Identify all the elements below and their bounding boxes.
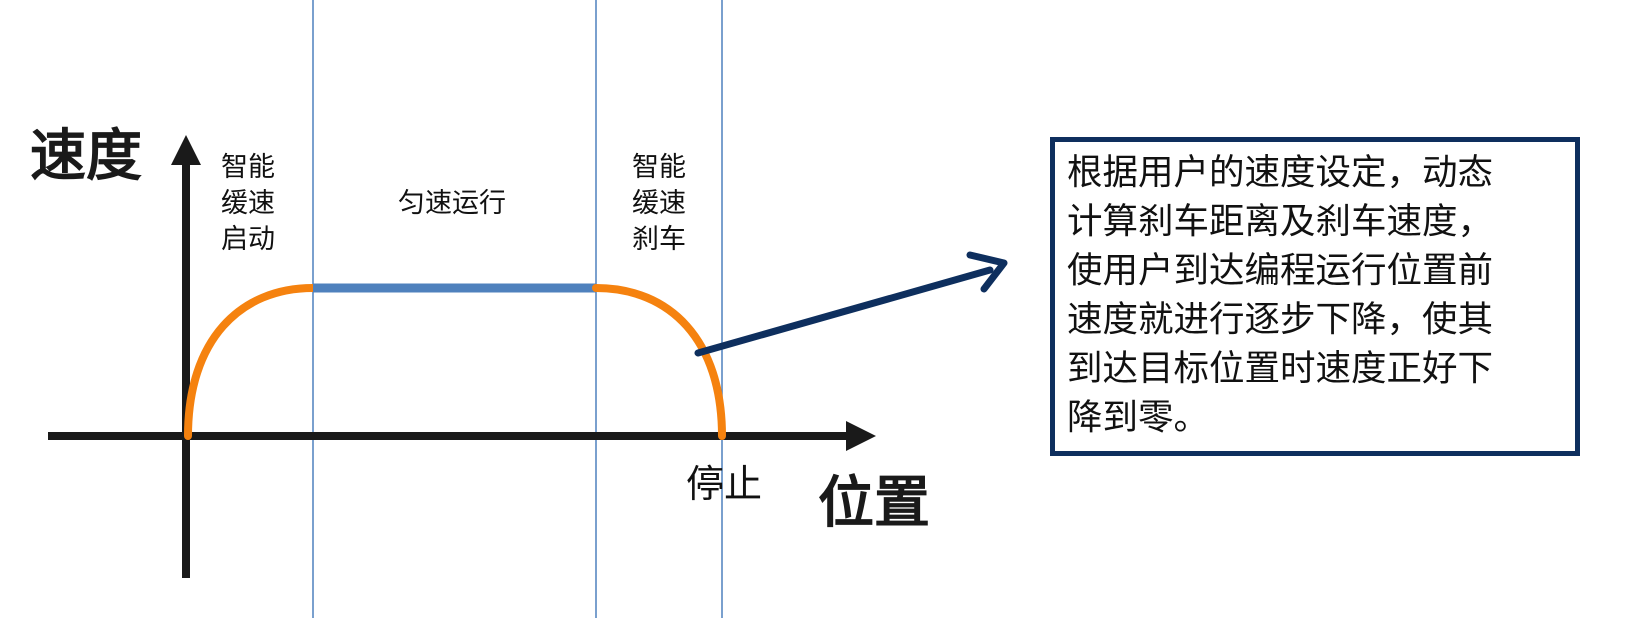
brake-phase-label-line-2: 缓速 [632,188,686,219]
explanation-note-box: 根据用户的速度设定，动态 计算刹车距离及刹车速度， 使用户到达编程运行位置前 速… [1050,137,1580,456]
y-axis-arrowhead [171,135,201,165]
y-axis-title: 速度 [30,124,142,189]
note-line-6: 降到零。 [1067,397,1210,438]
note-line-1: 根据用户的速度设定，动态 [1067,152,1494,193]
accel-curve [184,284,317,440]
brake-phase-label-line-3: 刹车 [632,224,686,255]
accel-phase-label-line-1: 智能 [221,152,275,183]
brake-phase-label-line-1: 智能 [632,152,686,183]
note-line-4: 速度就进行逐步下降，使其 [1067,299,1494,340]
note-line-2: 计算刹车距离及刹车速度， [1067,201,1494,242]
brake-curve [592,284,726,440]
cruise-phase-label: 匀速运行 [398,188,506,219]
stop-label: 停止 [686,462,762,506]
x-axis-arrowhead [846,421,876,451]
callout-arrow-shaft [694,266,994,357]
note-line-5: 到达目标位置时速度正好下 [1067,348,1494,389]
note-line-3: 使用户到达编程运行位置前 [1067,250,1494,291]
callout-arrow-head [966,251,1008,293]
accel-phase-label-line-3: 启动 [221,224,275,255]
x-axis-title: 位置 [818,471,930,536]
accel-phase-label-line-2: 缓速 [221,188,275,219]
